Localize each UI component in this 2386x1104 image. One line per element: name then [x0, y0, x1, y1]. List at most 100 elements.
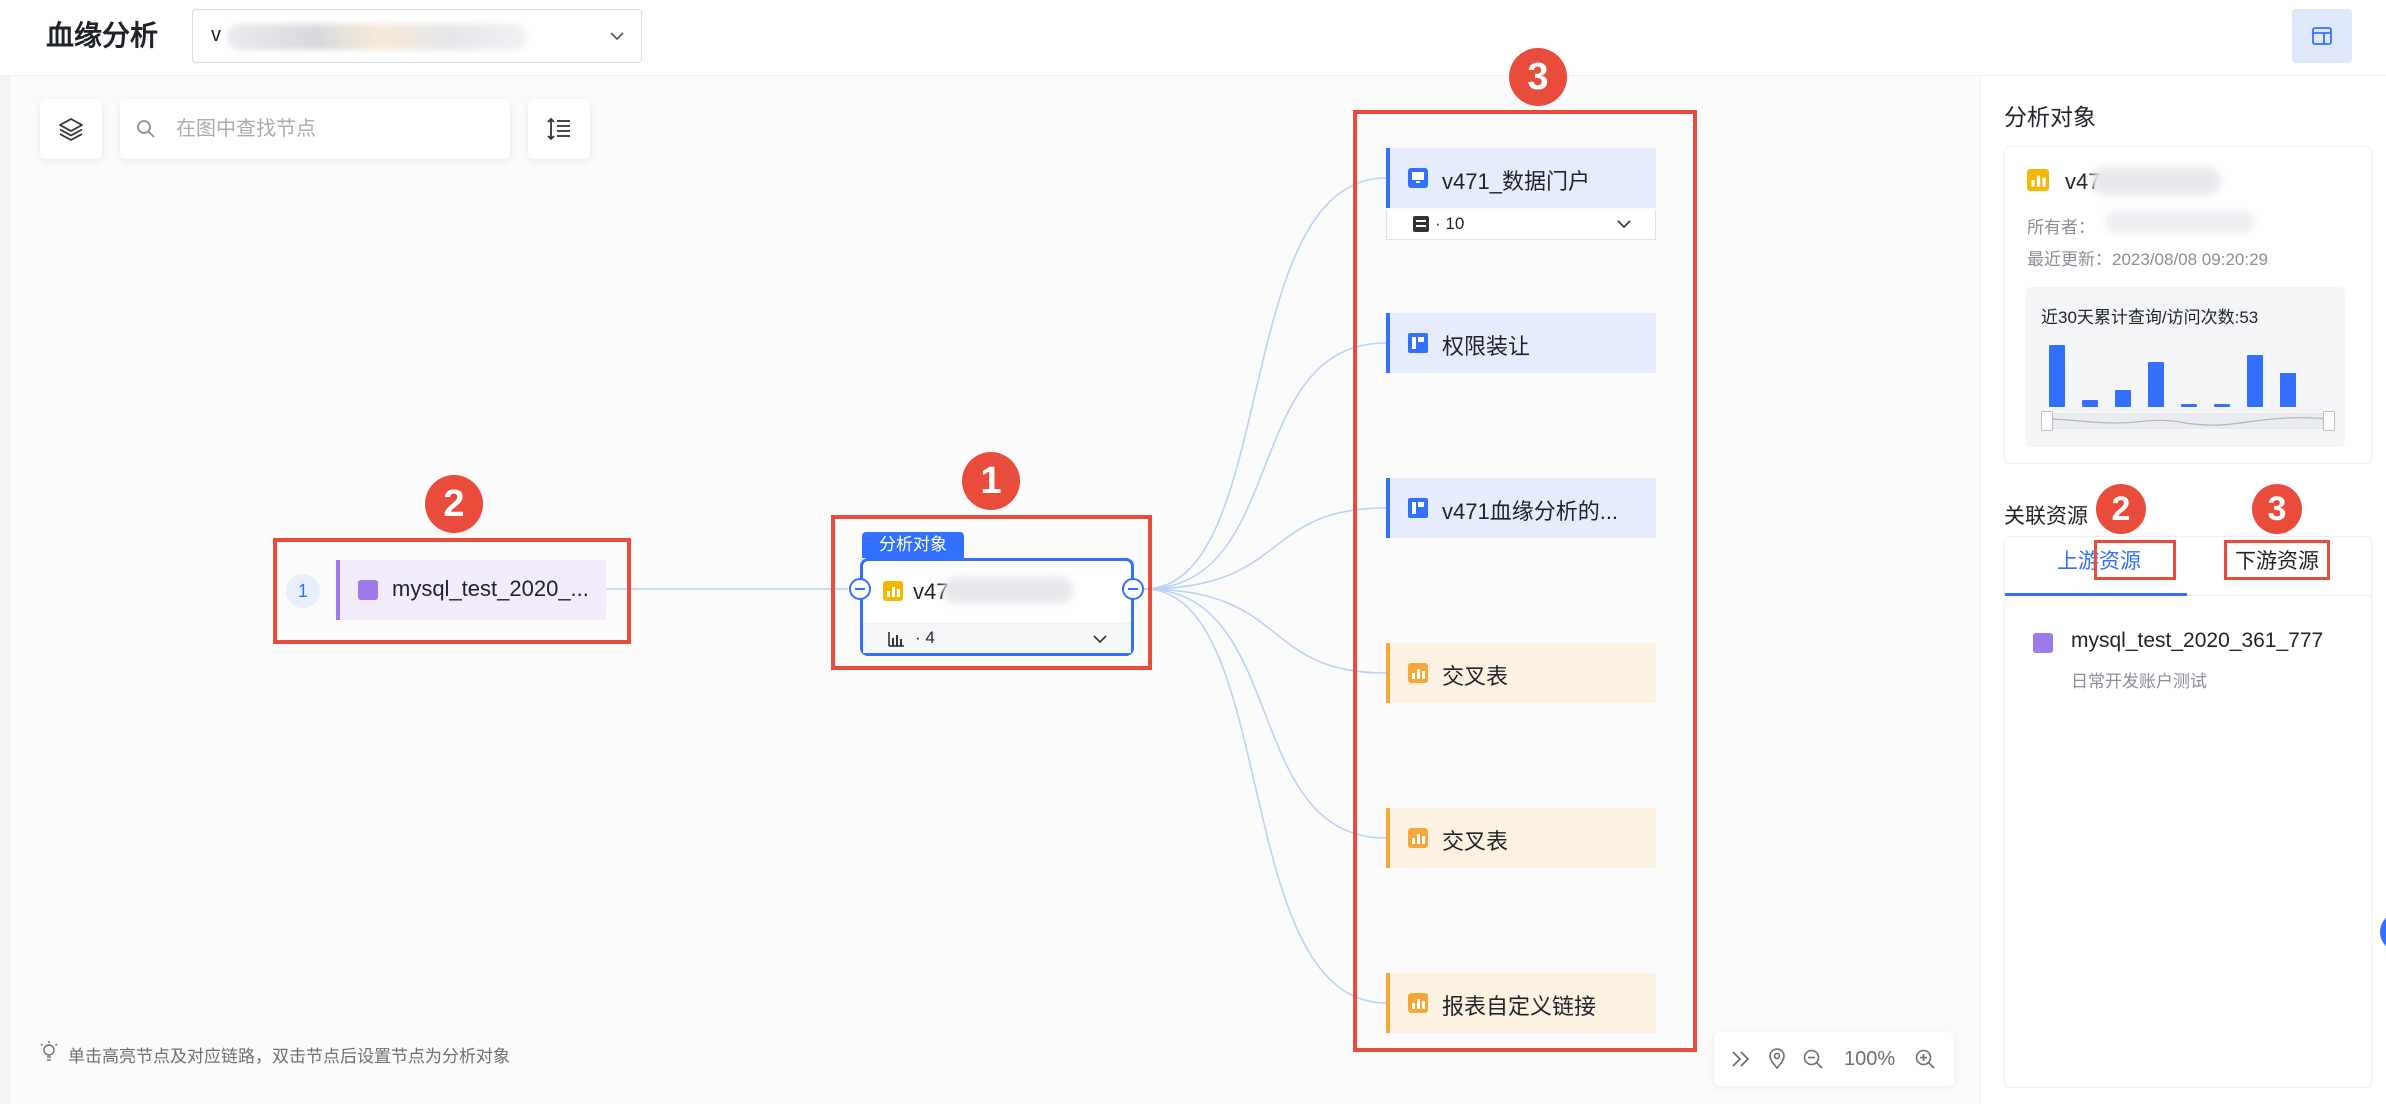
redacted-area — [943, 577, 1073, 603]
zoom-level: 100% — [1844, 1048, 1896, 1070]
redacted-area — [227, 24, 527, 50]
edge-down-4 — [1143, 588, 1387, 674]
portal-count-icon — [1413, 216, 1429, 232]
chart-bar — [2280, 373, 2296, 407]
resource-description: 日常开发账户测试 — [2071, 672, 2207, 691]
center-node-header: v47 — [863, 561, 1131, 621]
chart-icon — [1408, 663, 1428, 683]
downstream-node-portal-detail[interactable]: · 10 — [1386, 210, 1656, 240]
downstream-node-chart[interactable]: 报表自定义链接 — [1386, 973, 1656, 1033]
panel-toggle-button[interactable] — [2292, 9, 2352, 63]
slider-preview — [2044, 417, 2330, 426]
annotation-badge-2: 2 — [2096, 484, 2146, 534]
visit-chart: 近30天累计查询/访问次数:53 — [2025, 287, 2345, 447]
downstream-node-label: 报表自定义链接 — [1442, 994, 1597, 1019]
collapse-upstream-port[interactable] — [849, 578, 871, 600]
portal-count: · 10 — [1435, 214, 1465, 233]
last-updated: 最近更新：2023/08/08 09:20:29 — [2027, 250, 2268, 269]
downstream-node-dashboard[interactable]: 权限装让 — [1386, 313, 1656, 373]
edge-down-6 — [1143, 588, 1387, 1004]
annotation-box-upstream — [273, 538, 631, 644]
search-input[interactable] — [176, 111, 496, 147]
left-edge — [0, 76, 10, 1104]
chevron-down-icon[interactable] — [1091, 630, 1109, 648]
node-search[interactable] — [120, 99, 510, 159]
zoom-in-icon[interactable] — [1914, 1048, 1936, 1070]
collapse-downstream-port[interactable] — [1122, 578, 1144, 600]
expand-panel-icon[interactable] — [1730, 1048, 1752, 1070]
related-resources: 上游资源 下游资源 mysql_test_2020_361_777 日常开发账户… — [2004, 536, 2372, 1088]
search-icon — [137, 120, 155, 138]
chart-bar — [2115, 390, 2131, 407]
panel-edge-handle[interactable] — [2380, 912, 2386, 952]
resource-name: mysql_test_2020_361_777 — [2071, 629, 2324, 652]
chart-bar — [2082, 400, 2098, 407]
annotation-badge-2: 2 — [425, 475, 483, 533]
upstream-count-badge[interactable]: 1 — [286, 574, 320, 608]
chevron-down-icon[interactable] — [1615, 215, 1633, 233]
layers-button[interactable] — [40, 99, 102, 159]
hint-text: 单击高亮节点及对应链路，双击节点后设置节点为分析对象 — [68, 1047, 510, 1066]
bar-chart-icon — [883, 581, 903, 601]
downstream-node-label: 交叉表 — [1442, 829, 1509, 854]
chart-bar — [2247, 355, 2263, 407]
edge-down-1 — [1143, 177, 1387, 590]
annotation-box-center — [831, 515, 1152, 670]
center-node[interactable]: v47 · 4 — [860, 558, 1134, 656]
related-resources-title: 关联资源 — [2004, 505, 2088, 528]
chart-bar — [2049, 345, 2065, 407]
tab-divider — [2005, 595, 2371, 596]
chart-bar — [2181, 404, 2197, 407]
edge-down-3 — [1143, 507, 1387, 590]
chevron-down-icon — [610, 32, 624, 41]
lightbulb-icon — [40, 1041, 58, 1061]
redacted-area — [2091, 167, 2221, 195]
tab-downstream[interactable]: 下游资源 — [2235, 550, 2319, 573]
downstream-node-chart[interactable]: 交叉表 — [1386, 808, 1656, 868]
zoom-out-icon[interactable] — [1802, 1048, 1824, 1070]
annotation-box-tab-downstream — [2224, 540, 2330, 580]
chart-bar — [2214, 404, 2230, 407]
owner-label: 所有者： — [2027, 218, 2095, 237]
redacted-area — [2105, 211, 2255, 233]
object-card: v47 所有者： 最近更新：2023/08/08 09:20:29 近30天累计… — [2004, 146, 2372, 464]
slider-handle-right[interactable] — [2323, 411, 2335, 431]
table-icon — [2033, 633, 2053, 653]
chart-count-icon — [888, 632, 904, 647]
chart-icon — [1408, 993, 1428, 1013]
upstream-node-label: mysql_test_2020_... — [392, 576, 589, 601]
annotation-badge-1: 1 — [962, 452, 1020, 510]
dashboard-icon — [1408, 333, 1428, 353]
analysis-object-select[interactable]: v — [192, 9, 642, 63]
annotation-box-downstream — [1353, 110, 1697, 1052]
chart-range-slider[interactable] — [2044, 413, 2330, 429]
portal-icon — [1408, 168, 1428, 188]
downstream-node-dashboard[interactable]: v471血缘分析的... — [1386, 478, 1656, 538]
downstream-node-portal[interactable]: v471_数据门户 — [1386, 148, 1656, 208]
app-title: 血缘分析 — [46, 20, 159, 51]
downstream-node-chart[interactable]: 交叉表 — [1386, 643, 1656, 703]
locate-icon[interactable] — [1766, 1048, 1788, 1070]
upstream-node[interactable]: mysql_test_2020_... — [336, 560, 606, 620]
downstream-node-label: 权限装让 — [1442, 334, 1531, 359]
list-view-button[interactable] — [528, 99, 590, 159]
chart-icon — [1408, 828, 1428, 848]
annotation-badge-3: 3 — [2252, 484, 2302, 534]
center-node-detail[interactable]: · 4 — [863, 623, 1131, 653]
downstream-node-label: 交叉表 — [1442, 664, 1509, 689]
select-value: v — [211, 24, 221, 46]
tab-upstream[interactable]: 上游资源 — [2057, 550, 2141, 573]
bar-chart-icon — [2027, 169, 2049, 191]
tab-active-indicator — [2005, 593, 2187, 596]
list-order-icon — [547, 117, 570, 141]
annotation-box-tab-upstream — [2094, 540, 2176, 580]
analysis-object-tag: 分析对象 — [862, 532, 964, 558]
slider-handle-left[interactable] — [2041, 411, 2053, 431]
annotation-badge-3: 3 — [1509, 48, 1567, 106]
center-node-label: v47 — [913, 579, 949, 604]
dashboard-icon — [1408, 498, 1428, 518]
chart-title: 近30天累计查询/访问次数:53 — [2041, 308, 2259, 327]
zoom-toolbar: 100% — [1714, 1032, 1954, 1086]
top-header: 血缘分析 v — [0, 0, 2386, 76]
